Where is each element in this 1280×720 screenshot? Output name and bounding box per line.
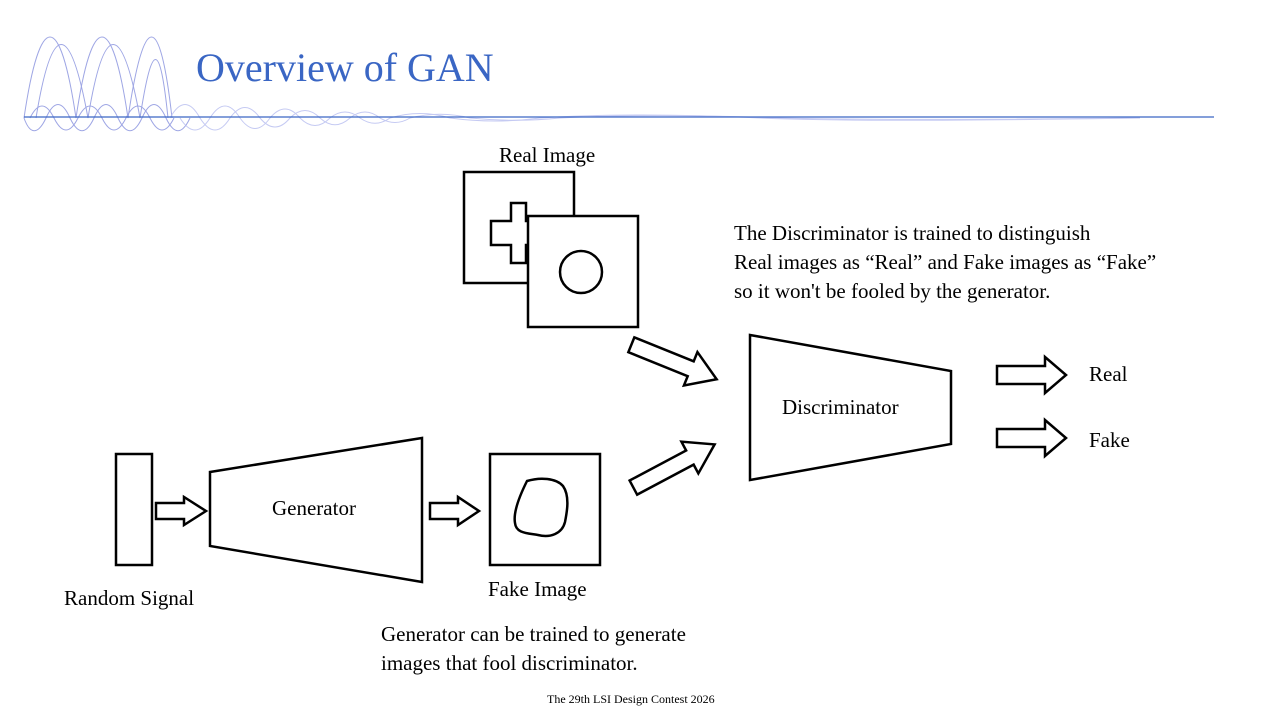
discriminator-note-line: so it won't be fooled by the generator. xyxy=(734,279,1051,303)
discriminator-label: Discriminator xyxy=(782,395,899,419)
output-fake-label: Fake xyxy=(1089,428,1130,452)
discriminator-block xyxy=(748,333,953,482)
random-signal-bar xyxy=(114,452,154,567)
real-image-label: Real Image xyxy=(499,143,596,167)
cross-shape xyxy=(489,201,547,265)
arrow-fake-to-discriminator xyxy=(627,440,717,497)
circle-shape xyxy=(558,249,604,295)
generator-block xyxy=(208,436,424,584)
arrow-signal-to-generator xyxy=(154,494,209,528)
blob-shape xyxy=(513,477,569,538)
random-signal-label: Random Signal xyxy=(64,586,195,610)
slide-title: Overview of GAN xyxy=(196,45,494,90)
generator-note-line: Generator can be trained to generate xyxy=(381,622,686,646)
header-wave-decoration xyxy=(23,36,1214,132)
arrow-real-to-discriminator xyxy=(626,335,719,388)
generator-note: Generator can be trained to generate ima… xyxy=(381,620,686,678)
generator-note-line: images that fool discriminator. xyxy=(381,651,638,675)
generator-label: Generator xyxy=(272,496,356,520)
arrow-to-real-output xyxy=(995,354,1068,396)
slide-footer: The 29th LSI Design Contest 2026 xyxy=(547,692,715,706)
output-real-label: Real xyxy=(1089,362,1128,386)
fake-image-label: Fake Image xyxy=(488,577,587,601)
discriminator-note: The Discriminator is trained to distingu… xyxy=(734,219,1156,306)
discriminator-note-line: Real images as “Real” and Fake images as… xyxy=(734,250,1157,274)
arrow-to-fake-output xyxy=(995,417,1068,459)
arrow-generator-to-fake xyxy=(428,494,482,528)
discriminator-note-line: The Discriminator is trained to distingu… xyxy=(734,221,1091,245)
